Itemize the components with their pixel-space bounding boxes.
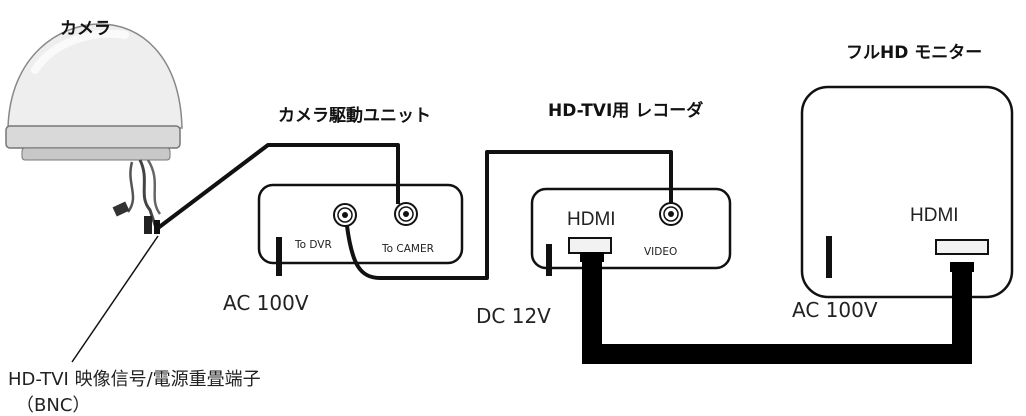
recorder-hdmi-label: HDMI	[567, 209, 616, 230]
video-connector	[659, 202, 683, 226]
video-cable	[345, 150, 673, 280]
monitor-power-plug	[826, 236, 832, 278]
camera-cable	[156, 143, 400, 230]
monitor-hdmi-label: HDMI	[910, 205, 959, 226]
to-dvr-label: To DVR	[295, 239, 332, 251]
monitor-power-label: AC 100V	[792, 298, 878, 322]
annotation-line-1: HD-TVI 映像信号/電源重畳端子	[8, 369, 261, 390]
annotation-line-2: （BNC）	[16, 395, 91, 416]
recorder-power-plug	[546, 244, 552, 276]
recorder-box	[530, 187, 732, 270]
recorder-title: HD-TVI用 レコーダ	[548, 101, 704, 121]
to-camera-label: To CAMER	[382, 243, 434, 255]
drive-unit-power-label: AC 100V	[223, 291, 309, 315]
monitor-title: フルHD モニター	[846, 43, 983, 63]
monitor-box	[800, 85, 1014, 299]
drive-unit-power-plug	[276, 237, 282, 276]
annotation-leader-line	[71, 235, 159, 363]
camera-dome	[5, 23, 183, 234]
drive-unit-title: カメラ駆動ユニット	[278, 106, 431, 126]
video-label: VIDEO	[644, 246, 678, 258]
monitor-hdmi-port	[935, 239, 989, 255]
camera-title: カメラ	[60, 19, 111, 39]
hdmi-cable	[582, 256, 972, 364]
to-dvr-connector	[333, 203, 357, 227]
recorder-hdmi-port	[568, 237, 612, 254]
to-camera-connector	[394, 202, 418, 226]
recorder-power-label: DC 12V	[476, 304, 551, 328]
